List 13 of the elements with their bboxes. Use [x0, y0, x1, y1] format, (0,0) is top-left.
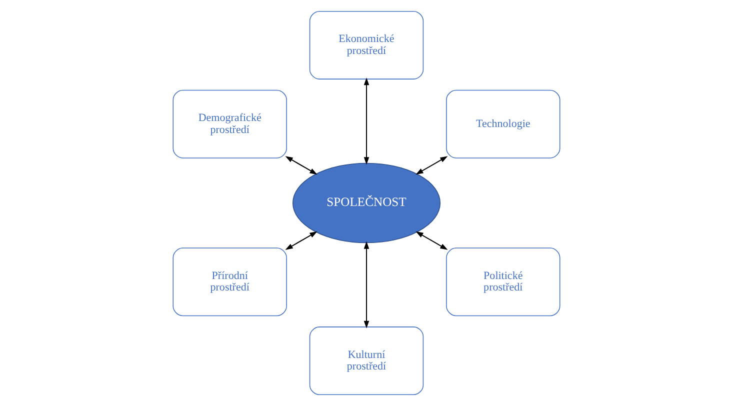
arrow: [415, 231, 448, 250]
arrow: [284, 156, 317, 175]
node-box: Ekonomické prostředí: [308, 10, 424, 80]
arrow: [415, 156, 448, 175]
node-ellipse: SPOLEČNOST: [292, 162, 440, 244]
arrow: [363, 241, 369, 328]
node-box: Kulturní prostředí: [308, 326, 424, 396]
node-box: Přírodní prostředí: [172, 248, 286, 316]
arrow: [284, 231, 317, 250]
arrow: [363, 78, 369, 165]
node-box: Demografické prostředí: [172, 90, 286, 158]
node-box: Technologie: [446, 90, 560, 158]
node-box: Politické prostředí: [446, 248, 560, 316]
